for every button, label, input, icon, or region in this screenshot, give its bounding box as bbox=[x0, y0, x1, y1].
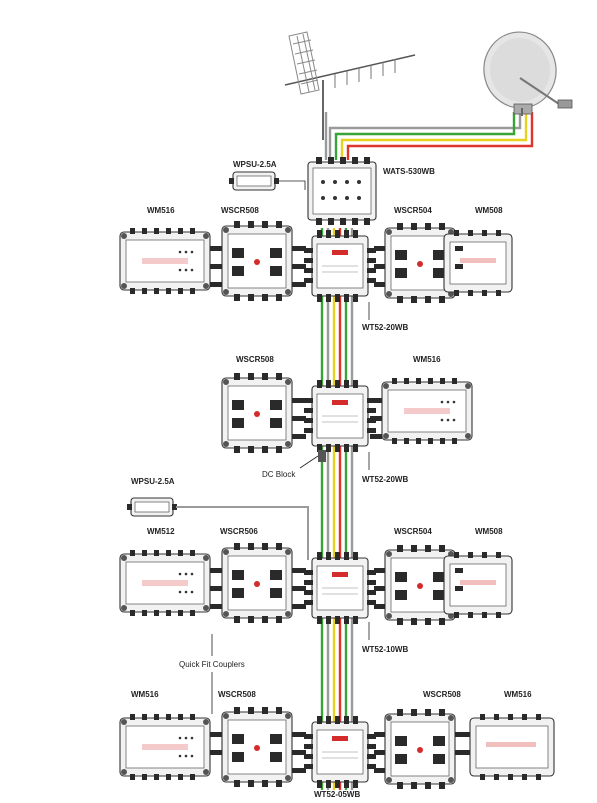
dc-block-leader bbox=[299, 455, 319, 469]
row4-wm516-left-label: WM516 bbox=[131, 690, 159, 699]
row2-wm516 bbox=[381, 377, 473, 445]
row1-wscr508 bbox=[221, 220, 293, 302]
row4-wm516-left bbox=[119, 713, 211, 781]
row1-wm508-label: WM508 bbox=[475, 206, 503, 215]
wats-label: WATS-530WB bbox=[383, 167, 435, 176]
row3-wm512 bbox=[119, 549, 211, 617]
row1-wscr508-label: WSCR508 bbox=[221, 206, 259, 215]
satellite-dish-icon bbox=[483, 31, 573, 116]
dish-feed-cables bbox=[324, 112, 534, 160]
row2-wscr508 bbox=[221, 372, 293, 454]
wt52-05wb-label: WT52-05WB bbox=[314, 790, 360, 799]
row1-wscr504-label: WSCR504 bbox=[394, 206, 432, 215]
wpsu-mid-label: WPSU-2.5A bbox=[131, 477, 175, 486]
row4-links bbox=[210, 732, 470, 773]
trunk-cables bbox=[320, 228, 354, 790]
dc-block-label: DC Block bbox=[262, 470, 296, 479]
dc-block-device bbox=[318, 450, 326, 462]
row3-wscr504-label: WSCR504 bbox=[394, 527, 432, 536]
wpsu-top-label: WPSU-2.5A bbox=[233, 160, 277, 169]
wats-device bbox=[307, 157, 377, 225]
row1-wm508 bbox=[443, 230, 513, 296]
row3-wm508 bbox=[443, 552, 513, 618]
row3-wscr506 bbox=[221, 542, 293, 624]
wpsu-mid-device bbox=[126, 497, 178, 517]
row1-wm516-label: WM516 bbox=[147, 206, 175, 215]
wt52-10wb-label: WT52-10WB bbox=[362, 645, 408, 654]
wpsu-top-device bbox=[228, 171, 280, 191]
row4-wscr508-left bbox=[221, 706, 293, 788]
row3-tap bbox=[303, 551, 377, 625]
wpsu-top-cable bbox=[278, 180, 306, 190]
row4-wscr508-left-label: WSCR508 bbox=[218, 690, 256, 699]
row3-links bbox=[210, 568, 463, 609]
row2-links bbox=[292, 398, 382, 439]
row2-tap bbox=[303, 379, 377, 453]
row3-wm512-label: WM512 bbox=[147, 527, 175, 536]
wpsu-mid-cable bbox=[176, 506, 309, 560]
wt52-20wb-1-label: WT52-20WB bbox=[362, 323, 408, 332]
row3-wscr506-label: WSCR506 bbox=[220, 527, 258, 536]
row4-wm516-right-label: WM516 bbox=[504, 690, 532, 699]
row3-wm508-label: WM508 bbox=[475, 527, 503, 536]
row2-wscr508-label: WSCR508 bbox=[236, 355, 274, 364]
row1-wm516 bbox=[119, 227, 211, 295]
wt52-20wb-2-label: WT52-20WB bbox=[362, 475, 408, 484]
row4-wm516-right bbox=[469, 714, 555, 780]
row4-wscr508-right bbox=[384, 708, 456, 790]
row1-tap bbox=[303, 229, 377, 303]
row2-wm516-label: WM516 bbox=[413, 355, 441, 364]
row4-wscr508-right-label: WSCR508 bbox=[423, 690, 461, 699]
row1-links bbox=[210, 246, 463, 287]
row4-tap bbox=[303, 715, 377, 789]
quick-fit-label: Quick Fit Couplers bbox=[179, 660, 245, 669]
terrestrial-antenna-icon bbox=[284, 31, 416, 140]
